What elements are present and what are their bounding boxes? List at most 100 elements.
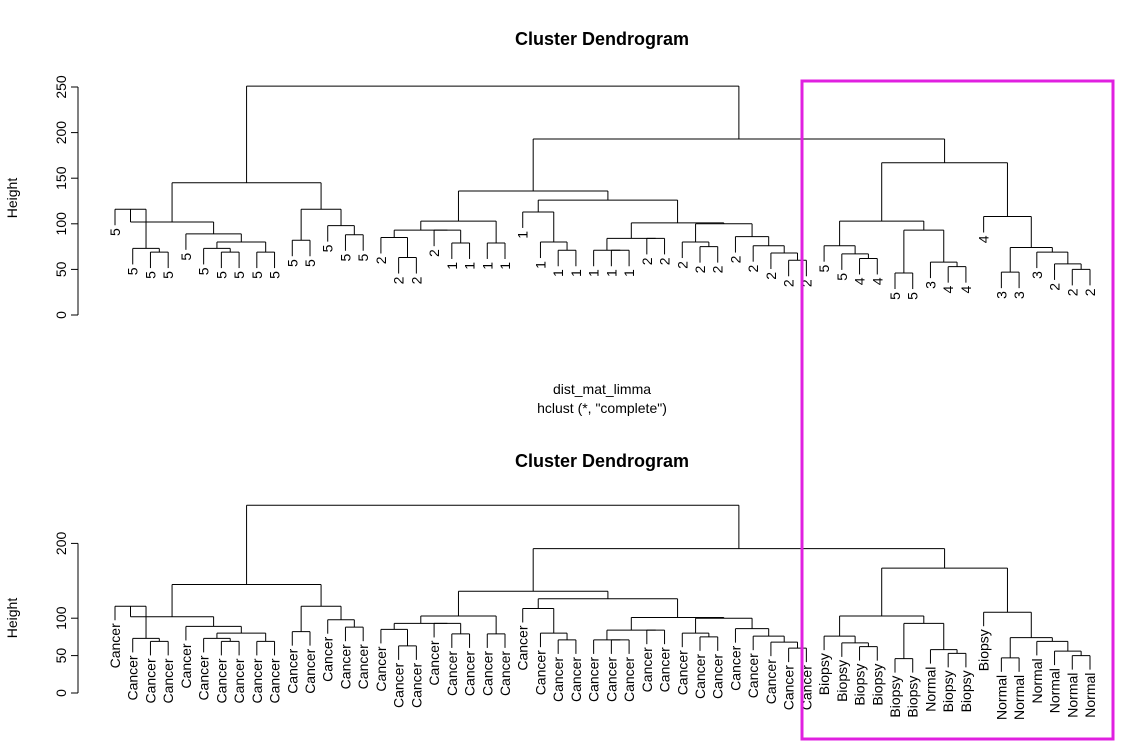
leaf-label: Cancer (178, 643, 194, 688)
leaf-label: Cancer (586, 657, 602, 702)
leaf-label: Normal (993, 675, 1009, 720)
leaf-label: 2 (745, 264, 761, 272)
leaf-label: Cancer (674, 650, 690, 695)
leaf-label: Normal (1082, 673, 1098, 718)
leaf-label: 2 (674, 261, 690, 269)
leaf-label: 5 (249, 271, 265, 279)
leaf-label: 4 (869, 277, 885, 285)
leaf-label: Cancer (444, 651, 460, 696)
top-chart-title: Cluster Dendrogram (515, 29, 689, 49)
leaf-label: 3 (1029, 271, 1045, 279)
leaf-label: Biopsy (905, 676, 921, 718)
leaf-label: 5 (887, 292, 903, 300)
y-tick-label: 50 (53, 648, 69, 664)
leaf-label: Biopsy (834, 660, 850, 702)
leaf-label: 1 (444, 262, 460, 270)
leaf-label: Cancer (231, 658, 247, 703)
leaf-label: Cancer (249, 658, 265, 703)
leaf-label: 2 (391, 276, 407, 284)
leaf-label: 1 (479, 262, 495, 270)
leaf-label: Cancer (462, 651, 478, 696)
leaf-label: 2 (692, 265, 708, 273)
leaf-label: Cancer (213, 658, 229, 703)
leaf-label: 5 (213, 271, 229, 279)
leaf-label: 1 (603, 269, 619, 277)
leaf-label: 1 (497, 262, 513, 270)
leaf-label: 2 (710, 265, 726, 273)
leaf-label: Normal (1064, 673, 1080, 718)
bottom-chart-title: Cluster Dendrogram (515, 451, 689, 471)
leaf-label: Cancer (408, 663, 424, 708)
leaf-label: Cancer (142, 658, 158, 703)
leaf-label: 1 (550, 269, 566, 277)
leaf-label: 5 (267, 271, 283, 279)
leaf-label: Biopsy (976, 629, 992, 671)
leaf-label: 5 (284, 259, 300, 267)
y-tick-label: 100 (53, 212, 69, 236)
leaf-label: Biopsy (869, 664, 885, 706)
leaf-label: 2 (1082, 288, 1098, 296)
leaf-label: 1 (532, 261, 548, 269)
leaf-label: 5 (834, 273, 850, 281)
leaf-label: Cancer (284, 648, 300, 693)
leaf-label: 2 (408, 276, 424, 284)
leaf-label: Normal (922, 667, 938, 712)
leaf-label: 5 (196, 267, 212, 275)
leaf-label: Normal (1029, 658, 1045, 703)
leaf-label: 1 (586, 269, 602, 277)
y-tick-label: 150 (53, 166, 69, 190)
leaf-label: 2 (727, 255, 743, 263)
y-tick-label: 100 (53, 606, 69, 630)
leaf-label: Cancer (320, 636, 336, 681)
leaf-label: 2 (657, 257, 673, 265)
leaf-label: Cancer (337, 644, 353, 689)
leaf-label: Biopsy (958, 670, 974, 712)
leaf-label: Biopsy (887, 676, 903, 718)
leaf-label: Cancer (621, 657, 637, 702)
leaf-label: 2 (798, 279, 814, 287)
leaf-label: 5 (142, 271, 158, 279)
leaf-label: 3 (1011, 291, 1027, 299)
leaf-label: Cancer (781, 665, 797, 710)
leaf-label: Biopsy (816, 653, 832, 695)
y-tick-label: 200 (53, 532, 69, 556)
leaf-label: Cancer (426, 640, 442, 685)
leaf-label: 5 (231, 271, 247, 279)
leaf-label: 4 (940, 285, 956, 293)
leaf-label: 1 (621, 269, 637, 277)
y-tick-label: 200 (53, 121, 69, 145)
leaf-label: Cancer (763, 659, 779, 704)
leaf-label: 5 (125, 267, 141, 275)
leaf-label: 4 (852, 277, 868, 285)
y-tick-label: 50 (53, 261, 69, 277)
leaf-label: Cancer (479, 651, 495, 696)
leaf-label: Cancer (657, 647, 673, 692)
leaf-label: 2 (1047, 283, 1063, 291)
leaf-label: 2 (781, 279, 797, 287)
top-sub-label: hclust (*, "complete") (537, 400, 667, 416)
leaf-label: Cancer (727, 645, 743, 690)
leaf-label: Cancer (196, 655, 212, 700)
leaf-label: 2 (373, 256, 389, 264)
leaf-label: Cancer (497, 651, 513, 696)
bottom-y-axis-label: Height (4, 598, 20, 639)
leaf-label: 5 (302, 259, 318, 267)
leaf-label: Cancer (302, 648, 318, 693)
leaf-label: 5 (107, 228, 123, 236)
leaf-label: Cancer (603, 657, 619, 702)
top-tree-segments (114, 85, 1091, 290)
top-dendrogram-panel: Cluster Dendrogram Height dist_mat_limma… (4, 29, 1098, 416)
leaf-label: Cancer (568, 657, 584, 702)
leaf-label: Cancer (515, 625, 531, 670)
leaf-label: Cancer (710, 654, 726, 699)
leaf-label: Cancer (532, 650, 548, 695)
y-tick-label: 250 (53, 75, 69, 99)
leaf-label: 2 (1064, 288, 1080, 296)
leaf-label: 1 (568, 269, 584, 277)
leaf-label: 5 (160, 271, 176, 279)
